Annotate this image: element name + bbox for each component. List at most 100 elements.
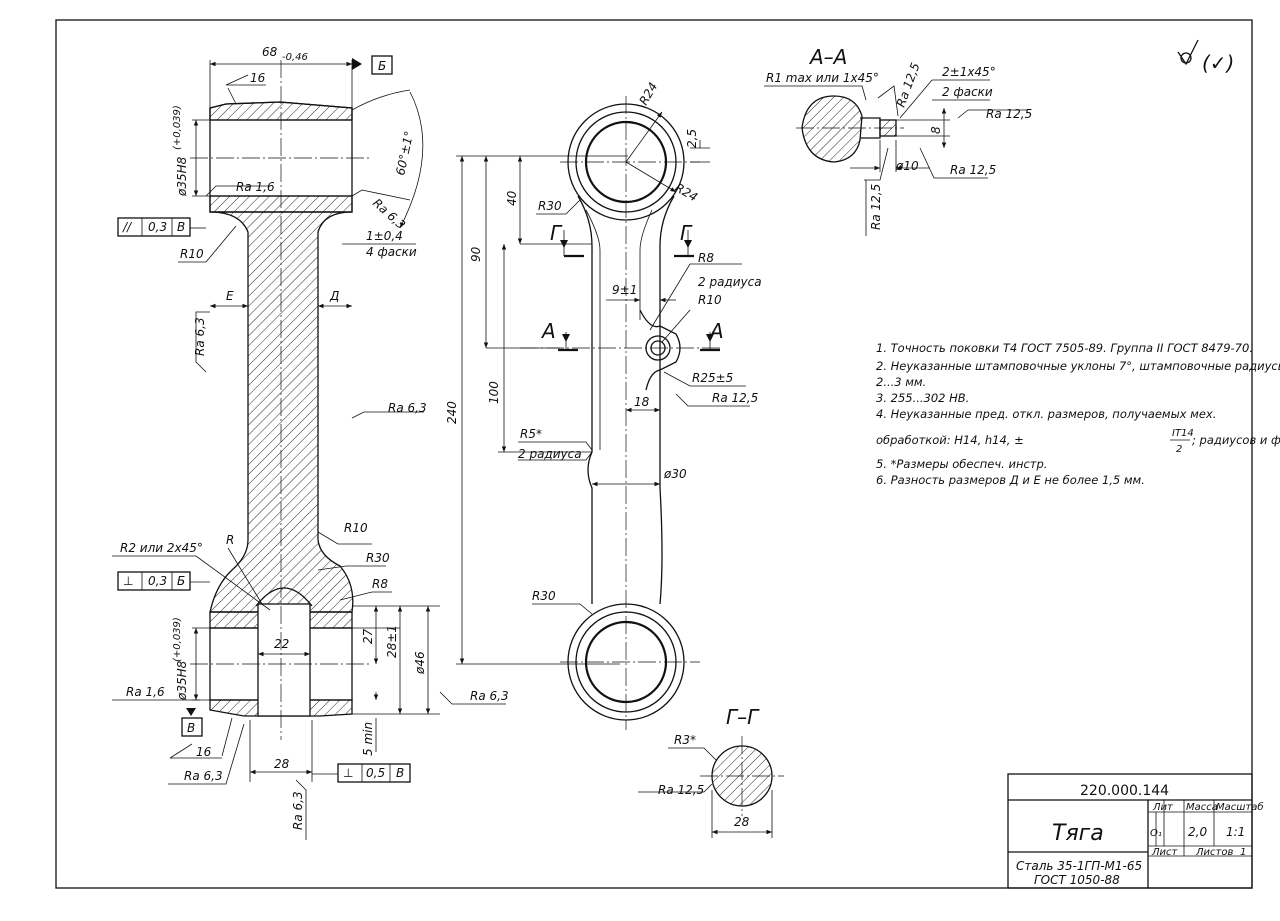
- technical-notes: 1. Точность поковки Т4 ГОСТ 7505-89. Гру…: [876, 341, 1280, 487]
- tol-parallel-val: 0,3: [148, 220, 167, 234]
- mass-label: Масса: [1186, 802, 1218, 813]
- bore-top-tol: (+0,039): [172, 105, 183, 150]
- surface-roughness-symbol: (✓): [1177, 39, 1234, 75]
- dim-d30: ø30: [663, 467, 687, 481]
- section-aa-title: А–А: [808, 45, 847, 69]
- note-4: 4. Неуказанные пред. откл. размеров, пол…: [876, 407, 1216, 421]
- chamfer-top: 1±0,4: [366, 229, 403, 243]
- section-aa-labels: А–А R1 max или 1x45° Ra 12,5 2±1x45° 2 ф…: [766, 45, 1032, 230]
- material-2: ГОСТ 1050-88: [1034, 873, 1120, 887]
- section-a-right: А: [708, 319, 724, 343]
- note-2: 2. Неуказанные штамповочные уклоны 7°, ш…: [876, 359, 1280, 373]
- datum-b: Б: [378, 59, 386, 73]
- chamfer-note: 4 фаски: [366, 245, 417, 259]
- ra-16-top: Ra 1,6: [236, 180, 275, 194]
- note-4-denominator: 2: [1176, 444, 1182, 455]
- sheet-label: Лист: [1151, 847, 1179, 858]
- tol-perp2-val: 0,5: [366, 766, 385, 780]
- section-aa-d10: ø10: [895, 159, 919, 173]
- dim-18: 18: [634, 395, 650, 409]
- r25: R25±5: [692, 371, 733, 385]
- angle-16-top: 16: [250, 71, 266, 85]
- section-gg-ra: Ra 12,5: [658, 783, 704, 797]
- drawing-code: 220.000.144: [1080, 783, 1169, 799]
- left-view-dimensions: [112, 55, 506, 840]
- left-view-labels: 68 -0,46 Б 16 60°±1° ø35H8 (+0,039) Ra 1…: [120, 45, 509, 830]
- material-1: Сталь 35-1ГП-М1-65: [1016, 859, 1142, 873]
- lit-value: О₁: [1150, 828, 1162, 839]
- bore-bottom-tol: (+0,039): [172, 617, 183, 662]
- r24-top: R24: [636, 80, 660, 107]
- dim-68: 68: [262, 45, 278, 59]
- section-gg-labels: Г–Г R3* Ra 12,5 28: [658, 705, 760, 829]
- note-4-end: ; радиусов и фасок ±IT15.: [1192, 433, 1280, 447]
- section-gg-d28: 28: [734, 815, 750, 829]
- section-gg-r3: R3*: [674, 733, 696, 747]
- r30-left: R30: [366, 551, 390, 565]
- tol-perp-datum: Б: [177, 574, 185, 588]
- ra-63-left: Ra 6,3: [193, 317, 207, 356]
- tol-perp-sym: ⊥: [123, 574, 133, 588]
- angle-16-bottom: 16: [196, 745, 212, 759]
- r10-bottom: R10: [344, 521, 368, 535]
- tol-parallel-datum: В: [177, 220, 185, 234]
- datum-v: В: [187, 721, 195, 735]
- note-6: 6. Разность размеров Д и Е не более 1,5 …: [876, 473, 1145, 487]
- section-aa: [764, 79, 1028, 236]
- tol-perp2-datum: В: [396, 766, 404, 780]
- center-view-dimensions: [456, 111, 750, 665]
- r5: R5*: [520, 427, 542, 441]
- two-radii-1: 2 радиуса: [698, 275, 762, 289]
- dim-100: 100: [487, 381, 501, 404]
- dim-240: 240: [445, 401, 459, 424]
- mass-value: 2,0: [1188, 825, 1207, 839]
- sheets-label: Листов: [1195, 847, 1233, 858]
- dim-28: 28: [274, 757, 290, 771]
- sheets-value: 1: [1240, 847, 1246, 858]
- dim-e: Е: [226, 289, 234, 303]
- r2-chamfer: R2 или 2x45°: [120, 541, 203, 555]
- dim-2-5: 2,5: [685, 129, 699, 148]
- section-aa-ra-a: Ra 12,5: [894, 61, 923, 109]
- dim-27: 27: [361, 628, 375, 644]
- section-gg-title: Г–Г: [726, 705, 760, 729]
- scale-label: Масштаб: [1216, 801, 1264, 813]
- dim-90: 90: [469, 246, 483, 262]
- scale-value: 1:1: [1226, 825, 1245, 839]
- note-2-cont: 2...3 мм.: [876, 375, 926, 389]
- note-4-cont: обработкой: H14, h14, ±: [876, 433, 1024, 447]
- r24-right: R24: [673, 180, 700, 204]
- note-5: 5. *Размеры обеспеч. инстр.: [876, 457, 1047, 471]
- ra-63-bottom-right: Ra 6,3: [470, 689, 509, 703]
- ra-16-bottom: Ra 1,6: [126, 685, 165, 699]
- r10-center: R10: [698, 293, 722, 307]
- bore-top: ø35H8: [175, 156, 189, 197]
- section-g-right: Г: [680, 221, 693, 245]
- section-aa-ra-b: Ra 12,5: [986, 107, 1032, 121]
- section-a-left: А: [540, 319, 556, 343]
- title-block: 220.000.144 Тяга Лит Масса Масштаб О₁ 2,…: [1007, 773, 1264, 889]
- lit-label: Лит: [1152, 802, 1174, 813]
- section-aa-r1: R1 max или 1x45°: [766, 71, 879, 85]
- tol-perp2-sym: ⊥: [343, 766, 353, 780]
- r8-left: R8: [372, 577, 388, 591]
- ra-63-chamfer: Ra 6,3: [370, 196, 408, 232]
- note-3: 3. 255...302 HB.: [876, 391, 969, 405]
- r10-top: R10: [180, 247, 204, 261]
- dim-d: Д: [329, 289, 339, 303]
- dim-68-tol: -0,46: [282, 52, 308, 63]
- dim-5min: 5 min: [361, 722, 375, 756]
- r8-center: R8: [698, 251, 714, 265]
- part-name: Тяга: [1052, 821, 1104, 846]
- section-gg: [638, 736, 784, 838]
- ra-12-5-center: Ra 12,5: [712, 391, 758, 405]
- bore-bottom: ø35H8: [175, 660, 189, 701]
- note-1: 1. Точность поковки Т4 ГОСТ 7505-89. Гру…: [876, 341, 1253, 355]
- section-aa-ra-d: Ra 12,5: [869, 184, 883, 230]
- dim-d46: ø46: [413, 651, 427, 675]
- dim-28pm: 28±1: [385, 625, 399, 658]
- ra-63-vertical: Ra 6,3: [291, 791, 305, 830]
- section-aa-dim8: 8: [929, 126, 943, 134]
- r30-bottom: R30: [532, 589, 556, 603]
